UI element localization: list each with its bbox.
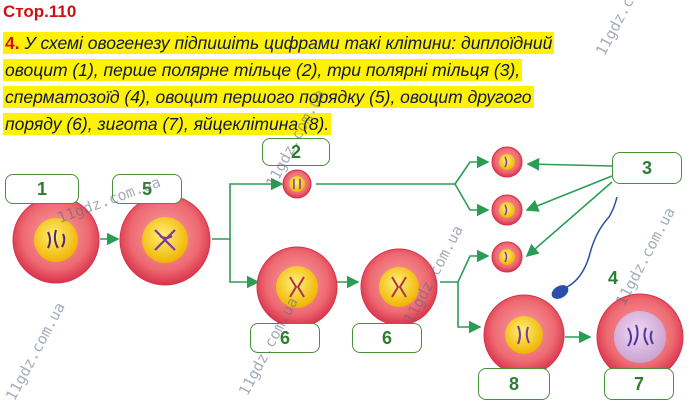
polar-body-cell-bottom — [491, 241, 523, 273]
polar-body-cell-middle — [491, 194, 523, 226]
page-number: Стор.110 — [3, 2, 77, 21]
label-diploid-oocyte: 1 — [5, 174, 79, 204]
label-egg-cell: 8 — [478, 368, 550, 400]
label-secondary-oocyte-b: 6 — [352, 323, 422, 353]
polar-body-cell-top — [491, 146, 523, 178]
sperm-cell — [551, 196, 618, 299]
oogenesis-svg — [12, 146, 684, 381]
oogenesis-diagram: 1 5 2 6 6 3 4 8 7 — [0, 132, 695, 404]
task-line-4: поряду (6), зигота (7), яйцеклітина (8). — [3, 113, 332, 135]
label-sperm: 4 — [607, 267, 618, 288]
secondary-oocyte-cell-a — [256, 246, 338, 328]
label-zygote: 7 — [604, 368, 674, 400]
egg-cell — [483, 294, 565, 376]
label-primary-oocyte: 5 — [112, 174, 182, 204]
label-three-polar-bodies: 3 — [612, 152, 682, 184]
first-polar-body-cell — [282, 169, 312, 199]
label-secondary-oocyte-a: 6 — [250, 323, 320, 353]
primary-oocyte-cell — [119, 194, 211, 286]
task-line-1: 4. У схемі овогенезу підпишіть цифрами т… — [3, 32, 555, 54]
label-first-polar-body: 2 — [262, 138, 330, 166]
task-line-2: овоцит (1), перше полярне тільце (2), тр… — [3, 59, 523, 81]
zygote-cell — [596, 293, 684, 381]
task-number: 4. — [5, 33, 20, 53]
task-text: 4. У схемі овогенезу підпишіть цифрами т… — [3, 30, 693, 138]
task-line-3: сперматозоїд (4), овоцит першого порядку… — [3, 86, 534, 108]
diploid-oocyte-cell — [12, 196, 100, 284]
secondary-oocyte-cell-b — [360, 248, 438, 326]
arrows — [100, 155, 613, 344]
